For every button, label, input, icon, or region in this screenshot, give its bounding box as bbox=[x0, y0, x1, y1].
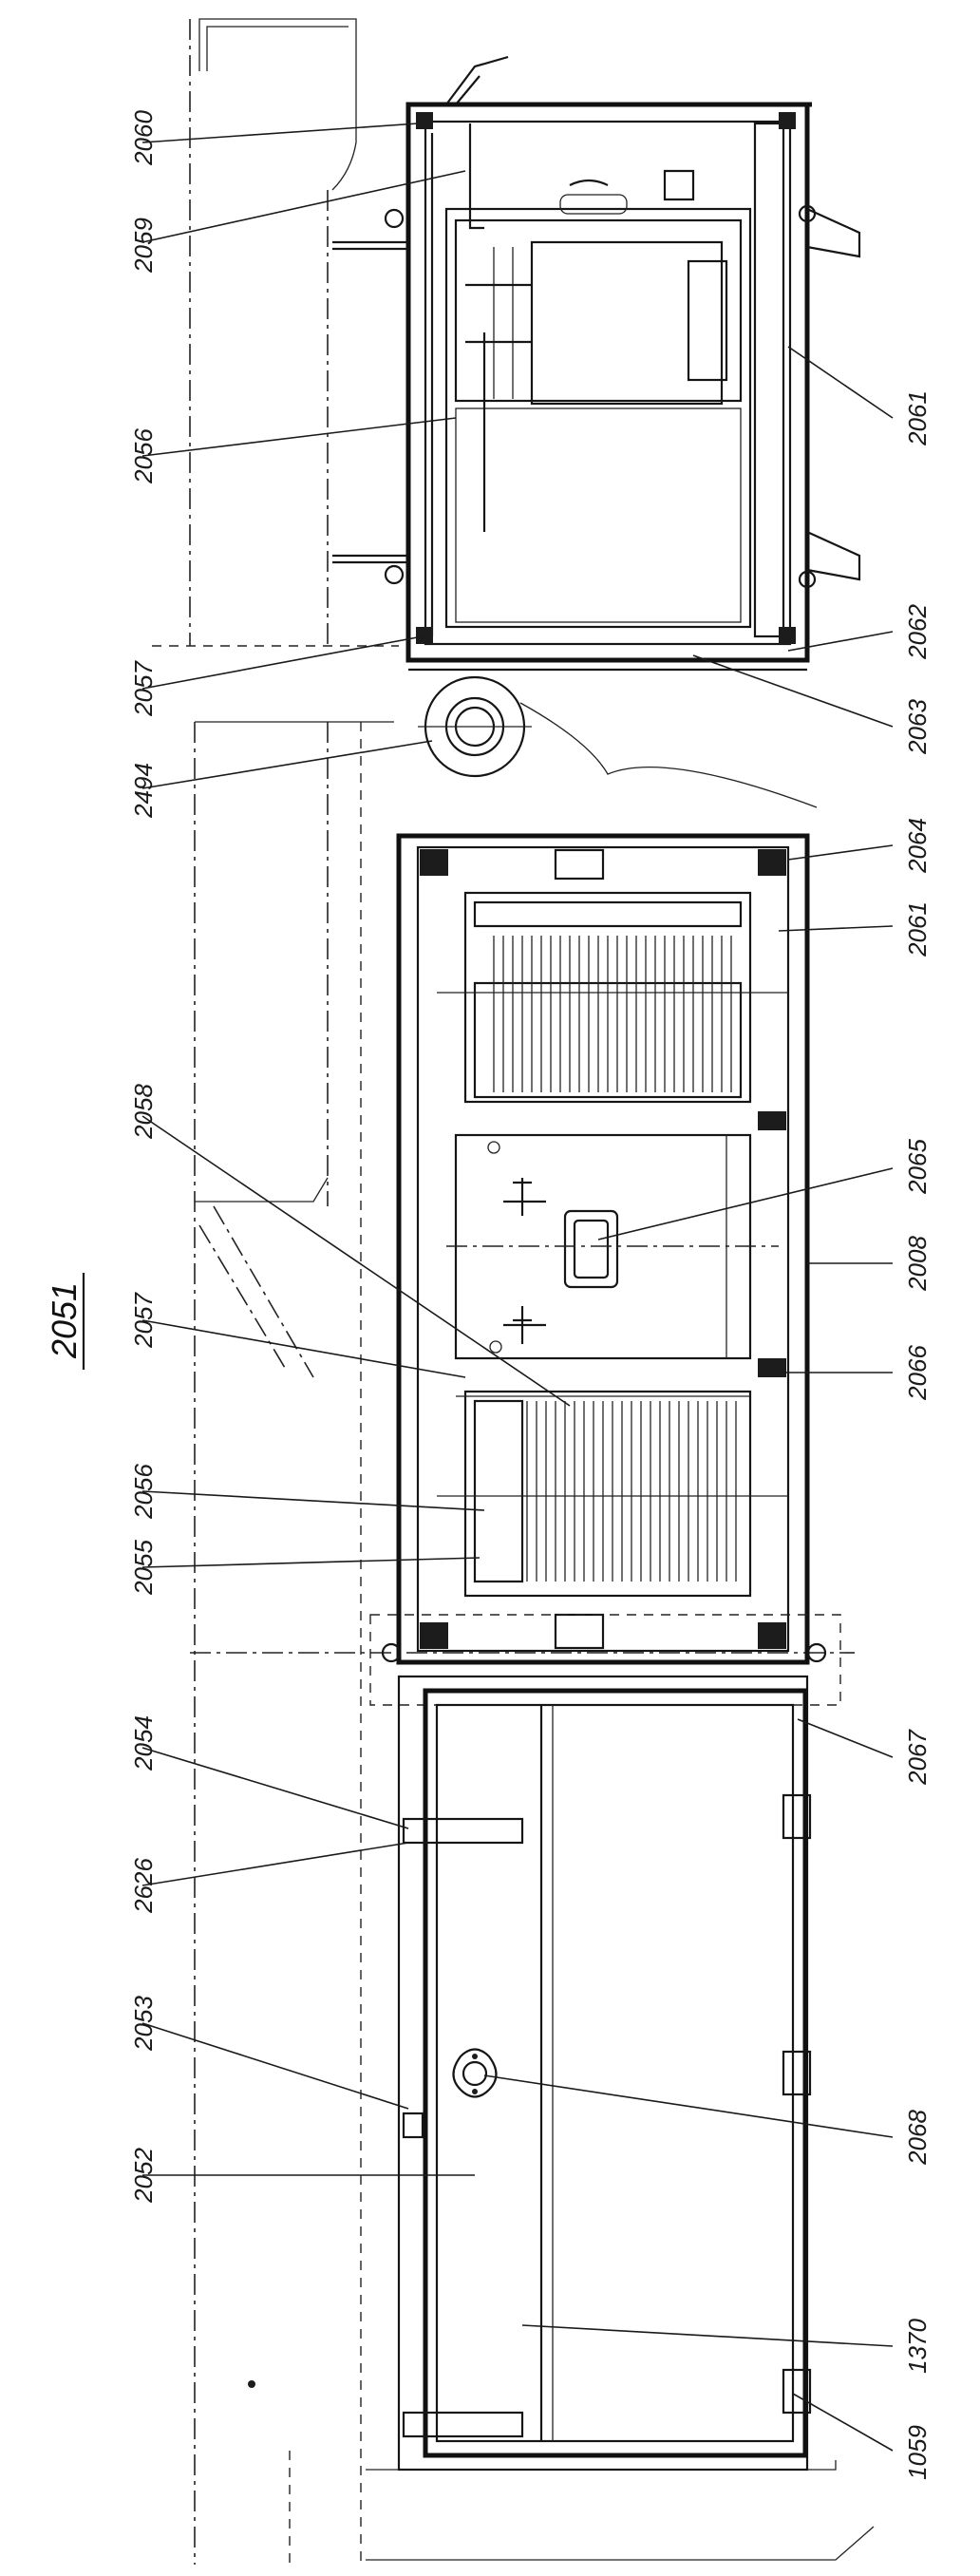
callout-2008: 2008 bbox=[903, 1236, 932, 1292]
upper-cabinet bbox=[332, 55, 861, 672]
wheel bbox=[418, 675, 818, 808]
upper-plates bbox=[437, 936, 788, 1092]
callout-2068: 2068 bbox=[903, 2110, 932, 2166]
vehicle-outline bbox=[152, 18, 875, 2565]
leader-lines bbox=[141, 123, 894, 2452]
callout-2064: 2064 bbox=[903, 818, 932, 874]
callout-2057-upper: 2057 bbox=[129, 660, 158, 717]
middle-cabinet bbox=[369, 833, 841, 1706]
callout-2066: 2066 bbox=[903, 1345, 932, 1401]
callout-2056-upper: 2056 bbox=[129, 428, 158, 484]
callout-2058: 2058 bbox=[129, 1084, 158, 1140]
figure-title: 2051 bbox=[45, 1273, 85, 1370]
callout-2494: 2494 bbox=[129, 763, 158, 819]
lower-plates bbox=[437, 1395, 788, 1582]
callout-2061-lower: 2061 bbox=[903, 901, 932, 957]
handle bbox=[446, 1141, 779, 1354]
callout-2057-lower: 2057 bbox=[129, 1292, 158, 1349]
callout-2067: 2067 bbox=[903, 1729, 932, 1786]
callout-1059: 1059 bbox=[903, 2425, 932, 2480]
callout-2054: 2054 bbox=[129, 1715, 158, 1771]
callout-2065: 2065 bbox=[903, 1139, 932, 1195]
callout-2063: 2063 bbox=[903, 699, 932, 755]
callout-2626: 2626 bbox=[129, 1858, 158, 1914]
figure-number: 2051 bbox=[45, 1282, 84, 1359]
callout-2061-upper: 2061 bbox=[903, 390, 932, 446]
callout-2056-lower: 2056 bbox=[129, 1464, 158, 1520]
right-callouts: 2061 2062 2063 2064 2061 2065 2008 2066 … bbox=[903, 390, 932, 2480]
lower-cabinet bbox=[248, 1675, 812, 2472]
callout-2055: 2055 bbox=[129, 1540, 158, 1596]
inspection-port bbox=[452, 2048, 498, 2098]
callout-2060: 2060 bbox=[129, 110, 158, 166]
callout-2052: 2052 bbox=[129, 2148, 158, 2204]
callout-1370: 1370 bbox=[903, 2319, 932, 2374]
callout-2053: 2053 bbox=[129, 1996, 158, 2052]
callout-2062: 2062 bbox=[903, 604, 932, 660]
left-callouts: 2060 2059 2056 2057 2494 2058 2057 2056 … bbox=[129, 110, 158, 2204]
callout-2059: 2059 bbox=[129, 218, 158, 274]
